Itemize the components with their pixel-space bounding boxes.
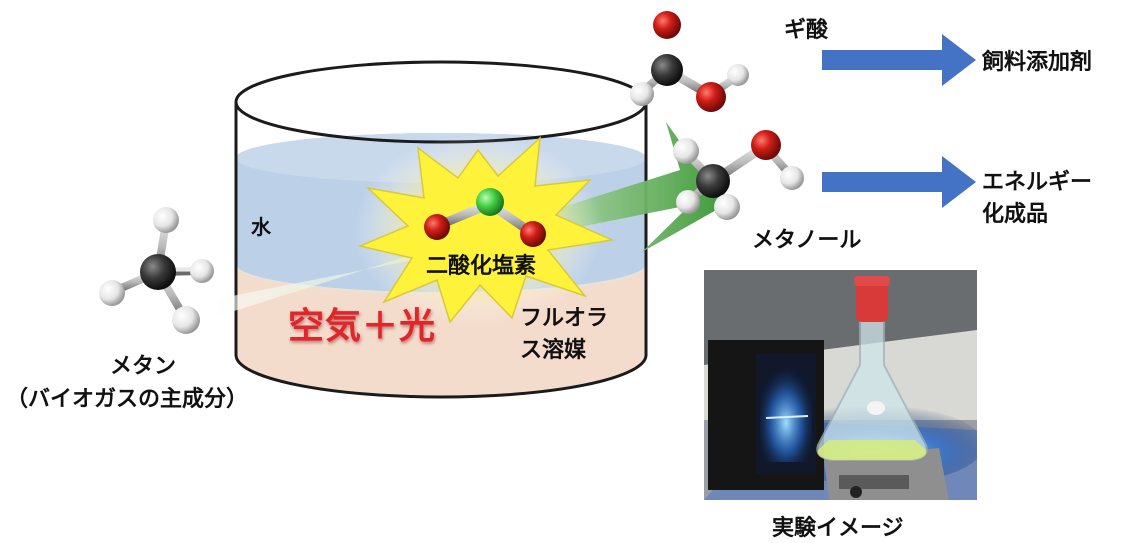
hydrogen-atom bbox=[630, 82, 654, 106]
hydrogen-atom bbox=[99, 280, 125, 306]
feed-additive-label: 飼料添加剤 bbox=[982, 50, 1093, 75]
hydrogen-atom bbox=[780, 166, 804, 190]
hydrogen-atom bbox=[172, 306, 200, 334]
vessel-rim bbox=[234, 60, 648, 144]
methane-note-label: （バイオガスの主成分） bbox=[6, 387, 249, 412]
hydrogen-atom bbox=[190, 259, 214, 283]
experiment-photo-art bbox=[704, 270, 977, 500]
experiment-photo bbox=[704, 270, 977, 500]
methanol-label: メタノール bbox=[752, 228, 862, 253]
carbon-atom bbox=[140, 254, 176, 290]
oxygen-atom bbox=[696, 82, 726, 112]
energy-chemicals-label-line1: エネルギー bbox=[982, 170, 1093, 195]
oxygen-atom bbox=[424, 214, 450, 240]
arrow-to-energy-chemicals bbox=[822, 156, 976, 208]
air-light-beam bbox=[212, 122, 725, 318]
chlorine-dioxide-molecule bbox=[424, 188, 546, 247]
carbon-atom bbox=[696, 164, 730, 198]
experiment-image-label: 実験イメージ bbox=[772, 516, 904, 541]
formic-acid-label: ギ酸 bbox=[784, 18, 829, 43]
hydrogen-atom bbox=[676, 190, 700, 214]
hydrogen-atom bbox=[673, 138, 699, 164]
hydrogen-atom bbox=[153, 207, 179, 233]
chlorine-atom bbox=[476, 188, 504, 216]
energy-chemicals-label-line2: 化成品 bbox=[982, 202, 1049, 227]
carbon-atom bbox=[651, 54, 683, 86]
reaction-burst bbox=[353, 135, 615, 325]
formic-acid-molecule bbox=[630, 11, 749, 112]
oxygen-atom bbox=[653, 11, 681, 39]
methanol-molecule bbox=[673, 130, 804, 220]
methane-molecule bbox=[99, 207, 214, 334]
oxygen-atom bbox=[520, 221, 546, 247]
flask-stopper bbox=[856, 280, 888, 322]
fluorous-solvent-label-line1: フルオラ bbox=[520, 306, 609, 331]
hydrogen-atom bbox=[727, 64, 749, 86]
chlorine-dioxide-label: 二酸化塩素 bbox=[426, 254, 537, 279]
oxygen-atom bbox=[751, 130, 781, 160]
burst-star bbox=[357, 136, 615, 324]
fluorous-solvent-label-line2: ス溶媒 bbox=[520, 338, 587, 363]
arrow-to-feed-additive bbox=[822, 34, 976, 86]
methane-label: メタン bbox=[110, 354, 177, 379]
hydrogen-atom bbox=[714, 194, 740, 220]
water-label: 水 bbox=[251, 215, 271, 239]
air-light-label: 空気＋光 bbox=[288, 306, 437, 347]
